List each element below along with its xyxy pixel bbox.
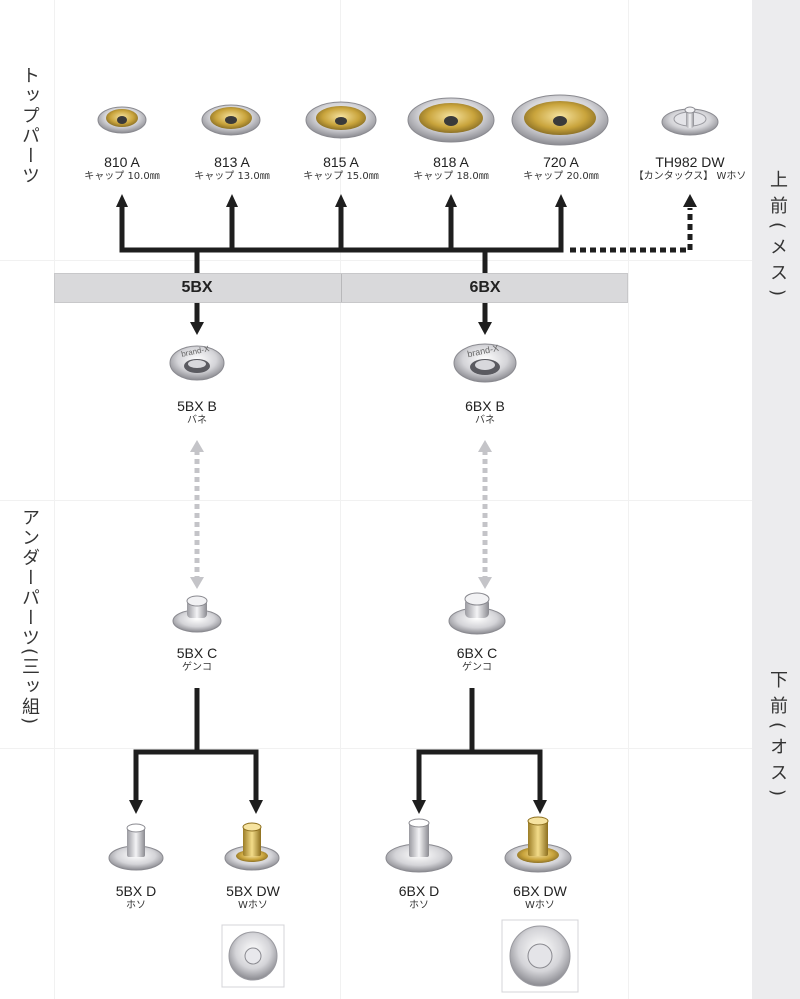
part-desc: ホソ xyxy=(409,899,429,911)
group-bar xyxy=(54,273,628,303)
top-part-th982dw: TH982 DW 【カンタックス】 Wホソ xyxy=(625,154,755,183)
post-6bxd: 6BX D ホソ xyxy=(359,883,479,912)
part-code: 6BX DW xyxy=(513,883,567,899)
part-code: 5BX D xyxy=(115,883,157,899)
part-desc: ホソ xyxy=(126,899,146,911)
group-label-6bx: 6BX xyxy=(469,279,501,296)
part-code: 6BX B xyxy=(465,398,505,414)
part-desc: バネ xyxy=(187,414,207,426)
under-parts-label: アンダーパーツ(三ッ組) xyxy=(19,508,40,727)
cap-815a-icon xyxy=(305,101,377,139)
back-view-6bxdw-photo xyxy=(501,919,579,993)
grid-line xyxy=(0,748,752,749)
lower-arrowheads-left xyxy=(129,800,263,814)
group-label-5bx: 5BX xyxy=(181,279,213,296)
grid-line xyxy=(54,0,55,999)
top-part-720a: 720 A キャップ 20.0㎜ xyxy=(501,154,621,183)
top-part-818a: 818 A キャップ 18.0㎜ xyxy=(391,154,511,183)
part-desc: 【カンタックス】 Wホソ xyxy=(633,170,747,182)
part-code: 5BX C xyxy=(176,645,218,661)
spring-6bxb: 6BX B バネ xyxy=(425,398,545,427)
cap-813a-icon xyxy=(201,104,261,136)
post-5bxd: 5BX D ホソ xyxy=(76,883,196,912)
part-code: 6BX C xyxy=(456,645,498,661)
post-5bxd-icon xyxy=(108,823,164,871)
back-view-5bxdw-photo xyxy=(221,924,285,988)
stud-5bxc-icon xyxy=(172,595,222,633)
part-desc: キャップ 13.0㎜ xyxy=(194,170,270,182)
stud-6bxc: 6BX C ゲンコ xyxy=(417,645,537,674)
post-6bxdw-icon xyxy=(504,816,572,873)
stud-6bxc-icon xyxy=(448,592,506,635)
post-6bxd-icon xyxy=(385,818,453,873)
post-5bxdw-icon xyxy=(224,822,280,871)
top-part-810a: 810 A キャップ 10.0㎜ xyxy=(62,154,182,183)
stud-5bxc: 5BX C ゲンコ xyxy=(137,645,257,674)
top-connector-lines xyxy=(119,205,564,273)
part-code: 720 A xyxy=(543,154,579,170)
part-desc: キャップ 10.0㎜ xyxy=(84,170,160,182)
lower-connector-left xyxy=(133,688,259,800)
spring-6bxb-icon xyxy=(453,343,517,383)
cap-720a-icon xyxy=(511,94,609,146)
part-code: TH982 DW xyxy=(655,154,725,170)
post-5bxdw: 5BX DW Wホソ xyxy=(193,883,313,912)
top-part-813a: 813 A キャップ 13.0㎜ xyxy=(172,154,292,183)
part-desc: Wホソ xyxy=(525,899,555,911)
lower-arrowheads-right xyxy=(412,800,547,814)
part-code: 5BX DW xyxy=(226,883,280,899)
part-desc: ゲンコ xyxy=(182,661,212,673)
cap-th982dw-icon xyxy=(661,106,719,136)
lower-connector-right xyxy=(416,688,543,800)
upper-front-label: 上前(メス) xyxy=(767,170,788,305)
spring-5bxb: 5BX B バネ xyxy=(137,398,257,427)
part-desc: キャップ 18.0㎜ xyxy=(413,170,489,182)
part-code: 6BX D xyxy=(398,883,440,899)
post-6bxdw: 6BX DW Wホソ xyxy=(480,883,600,912)
lower-front-label: 下前(オス) xyxy=(767,670,788,805)
grid-line xyxy=(0,260,752,261)
spring-stud-link-left xyxy=(190,440,204,589)
top-arrowheads xyxy=(116,194,697,207)
spring-stud-link-right xyxy=(478,440,492,589)
right-side-band xyxy=(752,0,800,999)
part-code: 815 A xyxy=(323,154,359,170)
grid-line xyxy=(628,0,629,999)
part-desc: ゲンコ xyxy=(462,661,492,673)
cap-818a-icon xyxy=(407,97,495,143)
grid-line xyxy=(340,0,341,999)
part-code: 5BX B xyxy=(177,398,217,414)
top-part-815a: 815 A キャップ 15.0㎜ xyxy=(281,154,401,183)
cap-810a-icon xyxy=(97,106,147,134)
part-desc: バネ xyxy=(475,414,495,426)
bar-to-spring-arrows xyxy=(190,303,492,335)
grid-line xyxy=(0,500,752,501)
spring-5bxb-icon xyxy=(169,345,225,381)
part-desc: Wホソ xyxy=(238,899,268,911)
top-parts-label: トップパーツ xyxy=(19,66,40,186)
part-desc: キャップ 20.0㎜ xyxy=(523,170,599,182)
part-desc: キャップ 15.0㎜ xyxy=(303,170,379,182)
dotted-connector-th982 xyxy=(570,208,693,253)
part-code: 810 A xyxy=(104,154,140,170)
part-code: 818 A xyxy=(433,154,469,170)
part-code: 813 A xyxy=(214,154,250,170)
